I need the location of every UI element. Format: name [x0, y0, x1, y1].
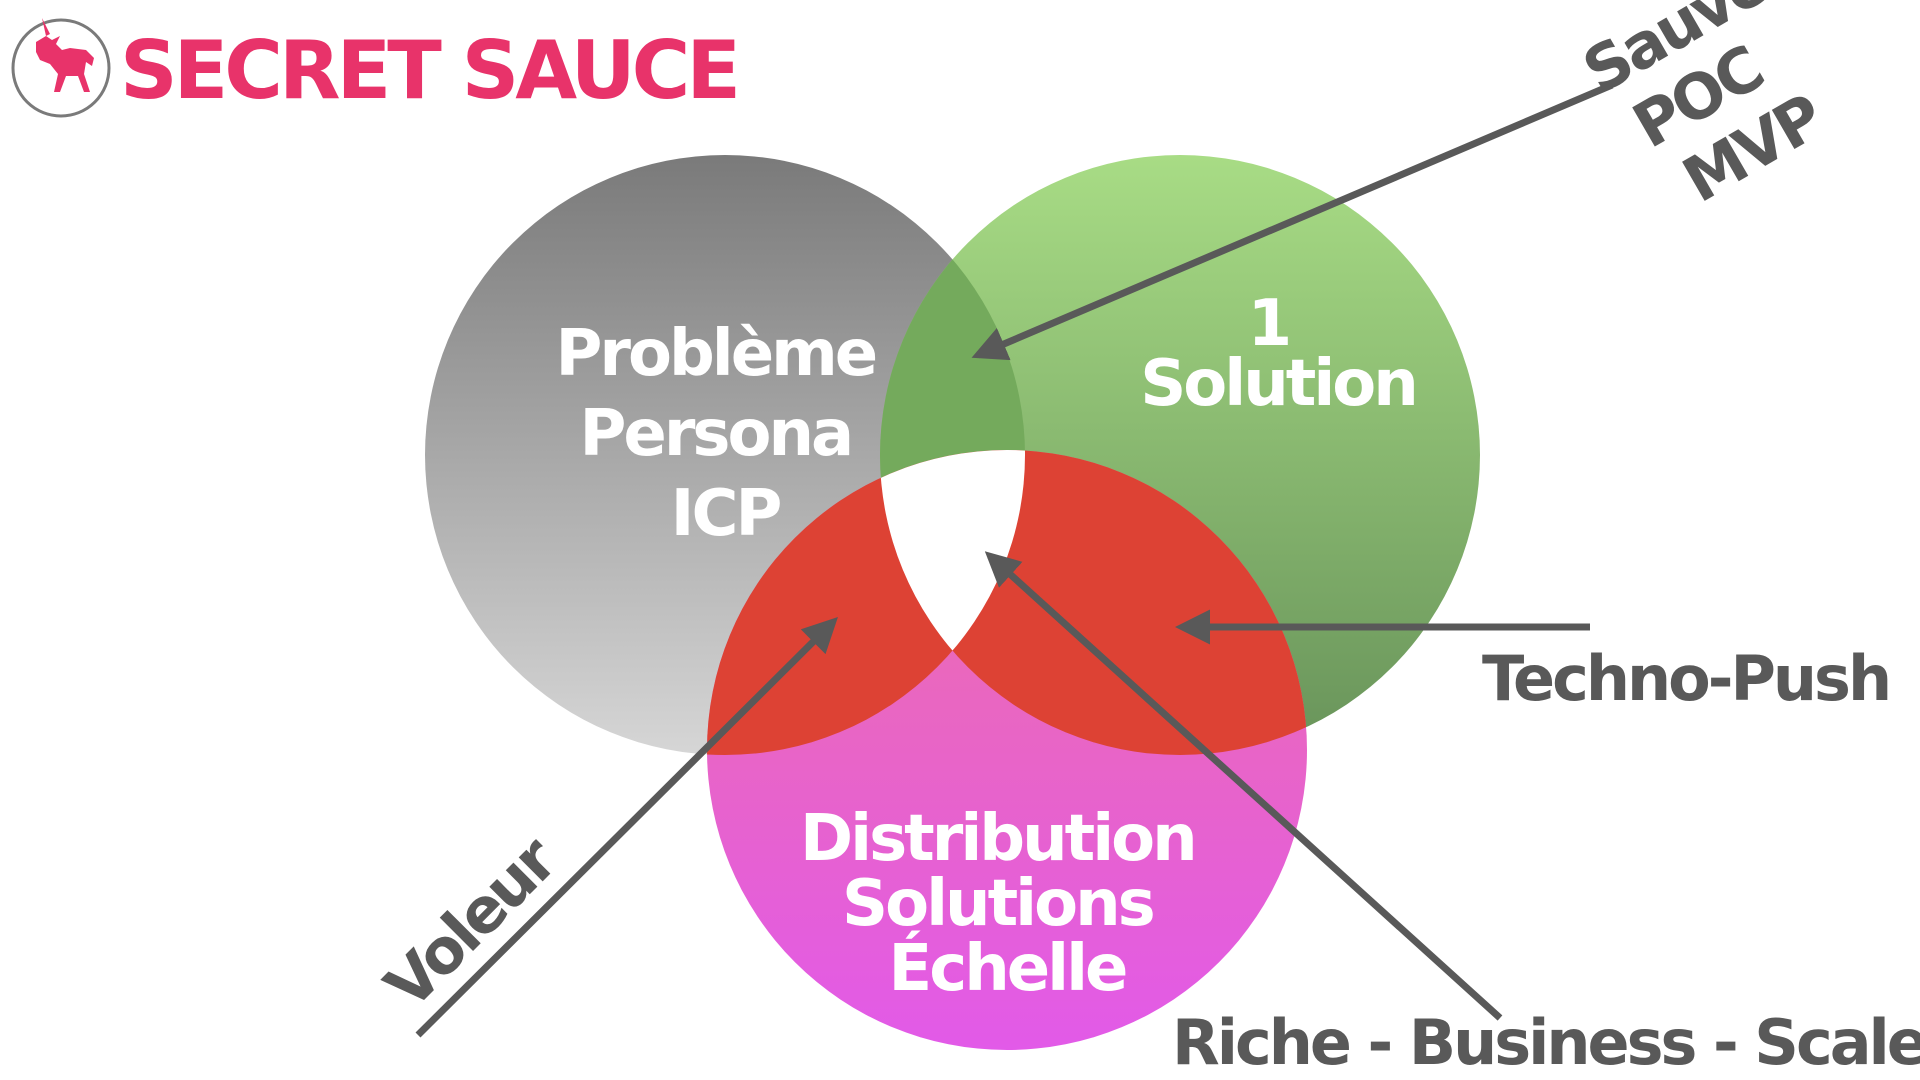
problem-label: Problème Persona ICP — [556, 317, 895, 551]
arrow-sauveur — [971, 81, 1614, 361]
solution-label: 1 Solution — [1140, 287, 1416, 421]
brand-title: SECRET SAUCE — [120, 24, 737, 117]
callout-techno-push: Techno-Push — [1482, 642, 1889, 715]
arrow-voleur — [415, 617, 838, 1038]
callout-sauveur: Sauveur POC MVP — [1571, 0, 1842, 217]
distribution-label: Distribution Solutions Échelle — [800, 802, 1214, 1006]
callout-riche: Riche - Business - Scale — [1172, 1006, 1920, 1079]
brand-logo: SECRET SAUCE — [11, 18, 741, 118]
arrow-riche — [984, 551, 1503, 1021]
callout-voleur: Voleur — [371, 822, 572, 1023]
unicorn-icon — [36, 18, 94, 92]
